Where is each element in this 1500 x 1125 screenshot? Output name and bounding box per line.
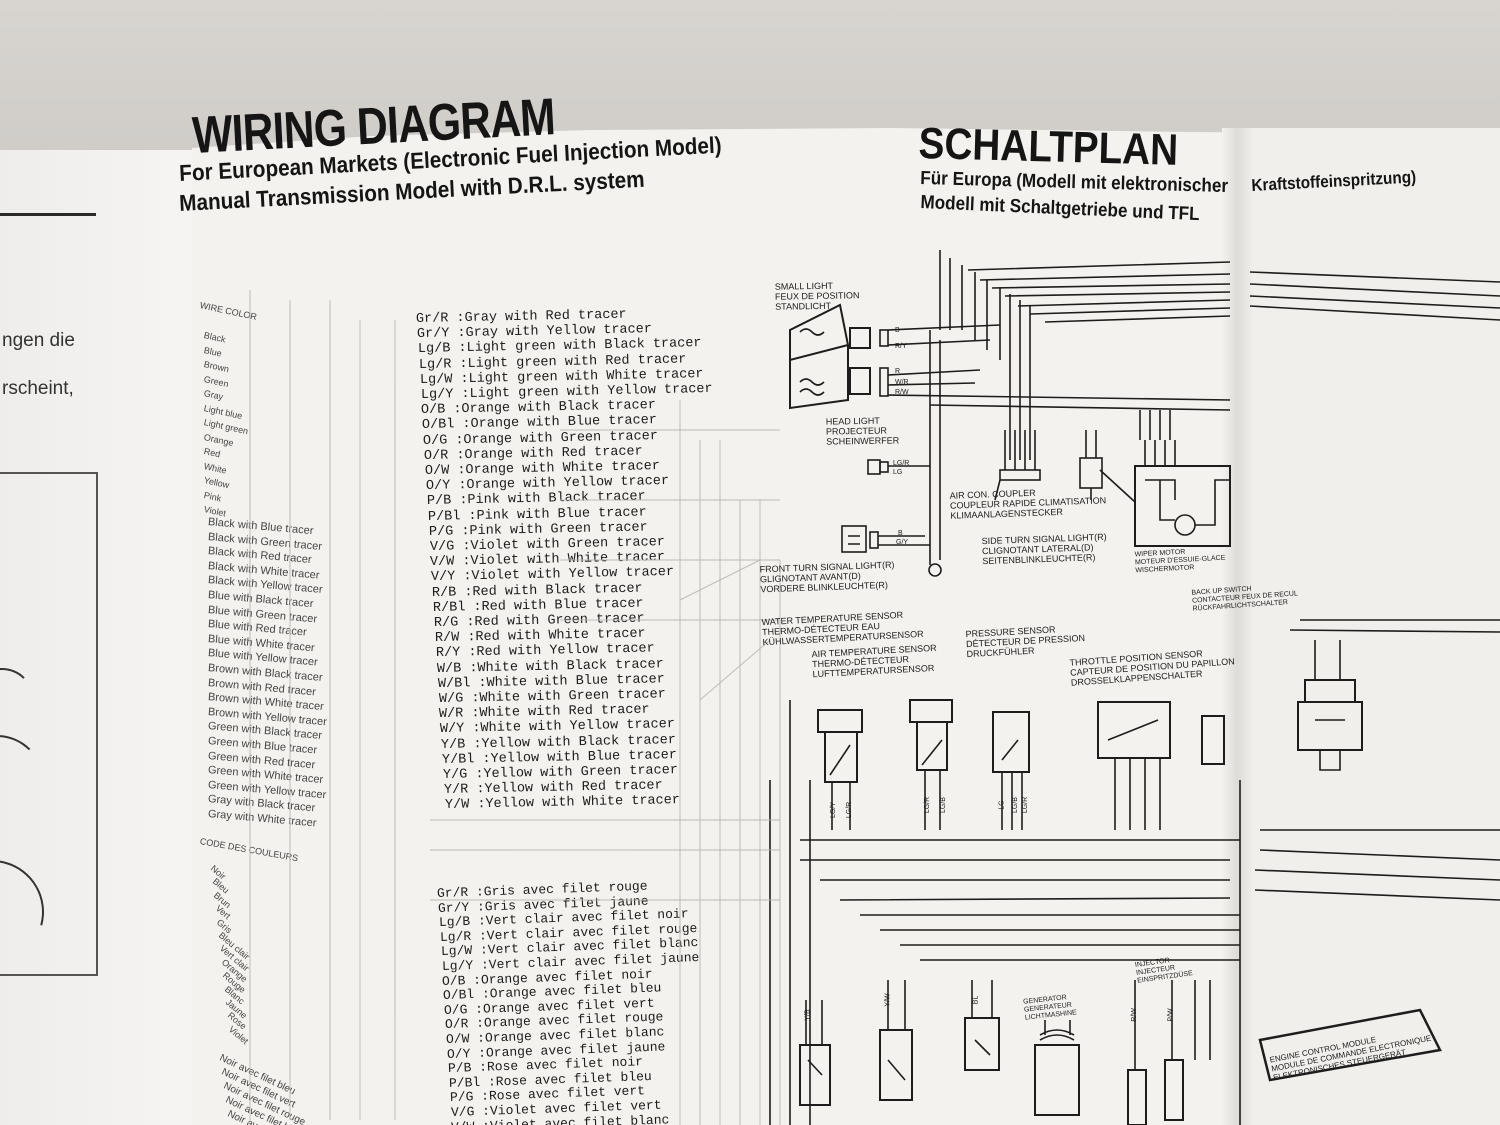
wire-tag: Y/W	[884, 993, 892, 1007]
wire-tag: Lg/R	[924, 796, 932, 814]
left-page-text-line: rscheint,	[2, 378, 74, 399]
left-page-figure-frame	[0, 472, 98, 976]
wire-tag: Y/B	[804, 1009, 812, 1021]
wire-tag: R/W	[895, 389, 909, 396]
page-gutter	[1222, 128, 1252, 1125]
wire-tag: P/W	[1167, 1008, 1175, 1022]
wire-tag: R/Y	[895, 343, 907, 350]
wire-tag: B	[898, 530, 903, 537]
left-page-rule	[0, 213, 96, 216]
wire-tag: Lg	[998, 800, 1006, 810]
wire-tag: Lg	[893, 469, 903, 476]
wire-tag: Lg/R	[846, 801, 854, 819]
left-page	[0, 150, 200, 1125]
wire-tag: W/R	[895, 379, 909, 386]
left-page-text-line: ngen die	[2, 330, 75, 351]
label-front-turn-signal: FRONT TURN SIGNAL LIGHT(R)GLIGNOTANT AVA…	[759, 559, 895, 595]
wire-tag: R	[895, 368, 901, 375]
wire-tag: Lg/B	[1011, 797, 1019, 813]
wire-tag: R/W	[1130, 1008, 1138, 1022]
wire-tag: Bl	[972, 995, 980, 1005]
wire-tag: B	[895, 327, 900, 334]
wire-tag: Lg/B	[939, 797, 947, 813]
wire-tag: G/Y	[896, 539, 909, 546]
wire-tag: Lg/Y	[829, 802, 837, 818]
wire-tag: Lg/R	[893, 460, 910, 467]
wire-tag: Lg/R	[1022, 796, 1030, 814]
label-side-turn-signal: SIDE TURN SIGNAL LIGHT(R)CLIGNOTANT LATE…	[981, 531, 1107, 567]
